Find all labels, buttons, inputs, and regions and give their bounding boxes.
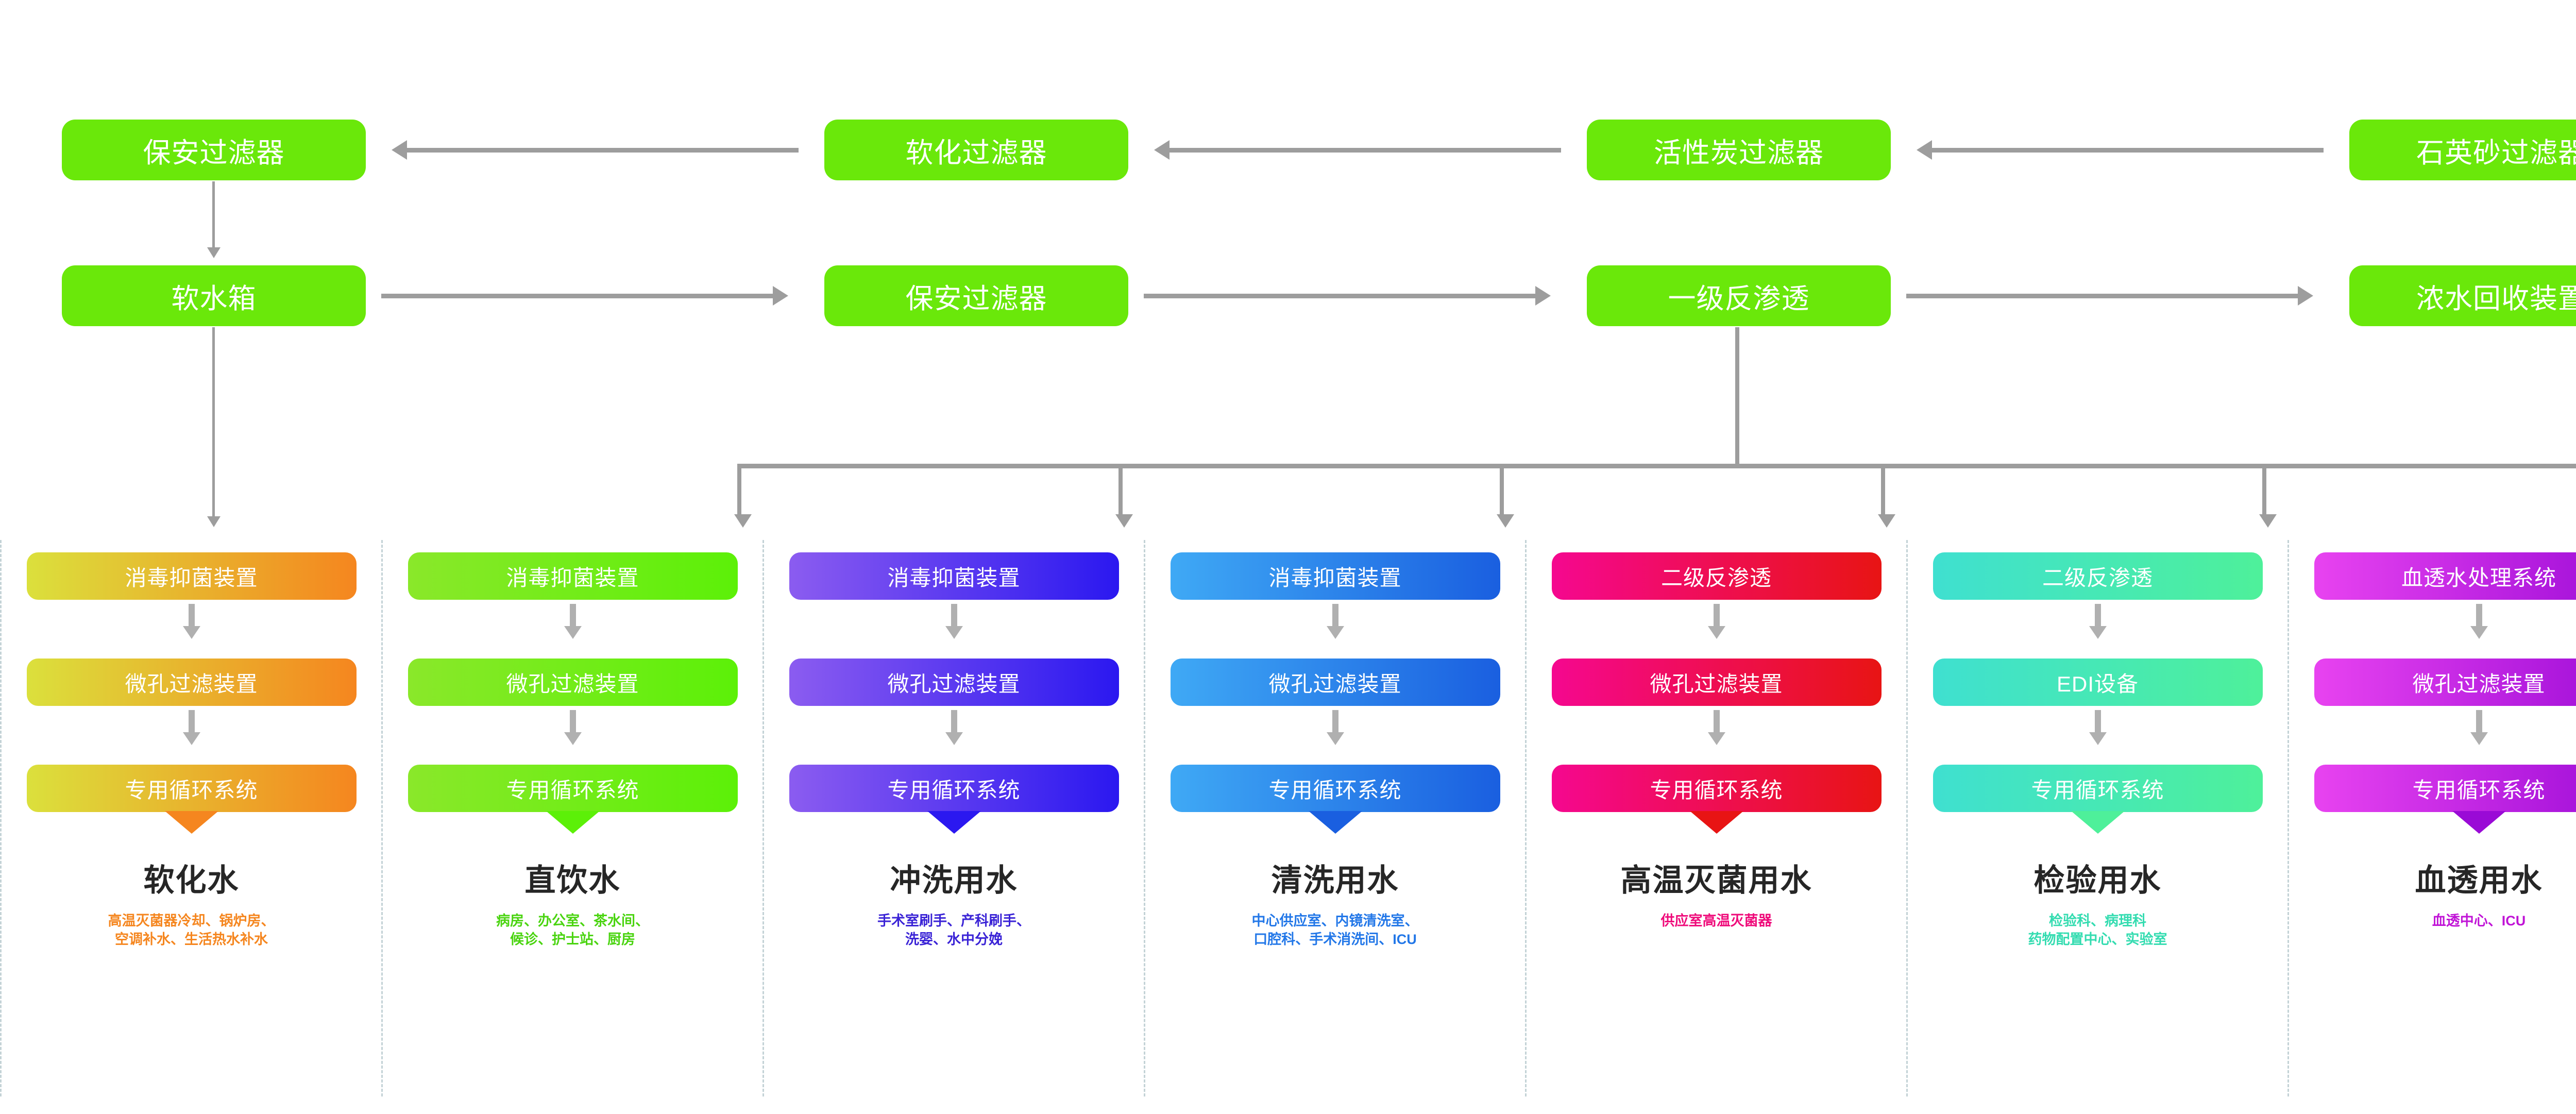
stage-1[interactable]: 消毒抑菌装置 xyxy=(789,552,1119,600)
column-flushing-water: 消毒抑菌装置 微孔过滤装置 专用循环系统 冲洗用水 手术室刷手、产科刷手、洗婴、… xyxy=(762,540,1144,1096)
drop-arrow-col2 xyxy=(734,514,752,528)
drop-arrow-col4 xyxy=(1497,514,1514,528)
column-cleaning-water: 消毒抑菌装置 微孔过滤装置 专用循环系统 清洗用水 中心供应室、内镜清洗室、口腔… xyxy=(1144,540,1525,1096)
stage-connector-2 xyxy=(1713,710,1720,733)
stage-1[interactable]: 消毒抑菌装置 xyxy=(408,552,738,600)
stage-connector-2 xyxy=(951,710,957,733)
output-title: 血透用水 xyxy=(2415,863,2543,898)
node-quartz-sand-filter[interactable]: 石英砂过滤器 xyxy=(2349,120,2576,180)
stage-2[interactable]: 微孔过滤装置 xyxy=(2314,659,2576,706)
stage-3[interactable]: 专用循环系统 xyxy=(408,765,738,812)
arrow-line-r2-b xyxy=(1144,294,1535,298)
stage-1[interactable]: 消毒抑菌装置 xyxy=(1170,552,1500,600)
usage-description: 血透中心、ICU xyxy=(2432,913,2526,929)
node-baoan-filter-row1[interactable]: 保安过滤器 xyxy=(62,120,366,180)
water-application-columns: 消毒抑菌装置 微孔过滤装置 专用循环系统 软化水 高温灭菌器冷却、锅炉房、空调补… xyxy=(0,540,2576,1096)
arrow-line-r1-a xyxy=(407,148,799,153)
stage-2[interactable]: 微孔过滤装置 xyxy=(789,659,1119,706)
usage-description: 供应室高温灭菌器 xyxy=(1660,913,1772,929)
line-softtank-to-col1 xyxy=(212,327,215,518)
stage-2[interactable]: EDI设备 xyxy=(1933,659,2263,706)
stage-connector-1 xyxy=(188,604,195,627)
arrow-softtank-to-col1 xyxy=(207,516,221,527)
stage-3[interactable]: 专用循环系统 xyxy=(1933,765,2263,812)
node-softening-filter[interactable]: 软化过滤器 xyxy=(824,120,1128,180)
stage-connector-1 xyxy=(2094,604,2101,627)
usage-description: 高温灭菌器冷却、锅炉房、空调补水、生活热水补水 xyxy=(108,913,275,948)
node-primary-ro[interactable]: 一级反渗透 xyxy=(1587,265,1891,326)
output-title: 高温灭菌用水 xyxy=(1620,863,1812,898)
stage-3[interactable]: 专用循环系统 xyxy=(2314,765,2576,812)
line-ro-down xyxy=(1735,327,1739,468)
arrow-head-r2-b xyxy=(1535,286,1551,306)
stage-3[interactable]: 专用循环系统 xyxy=(1170,765,1500,812)
drop-arrow-col5 xyxy=(1878,514,1895,528)
node-soft-water-tank[interactable]: 软水箱 xyxy=(62,265,366,326)
drop-col2 xyxy=(737,464,741,515)
drop-arrow-col3 xyxy=(1115,514,1133,528)
stage-connector-2 xyxy=(1332,710,1338,733)
arrow-head-r2-c xyxy=(2298,286,2313,306)
output-title: 冲洗用水 xyxy=(890,863,1018,898)
usage-description: 中心供应室、内镜清洗室、口腔科、手术消洗间、ICU xyxy=(1251,913,1419,948)
output-title: 软化水 xyxy=(143,863,240,898)
usage-description: 检验科、病理科药物配置中心、实验室 xyxy=(2028,913,2167,948)
arrow-head-r1-a xyxy=(392,140,407,160)
column-laboratory-water: 二级反渗透 EDI设备 专用循环系统 检验用水 检验科、病理科药物配置中心、实验… xyxy=(1906,540,2287,1096)
stage-connector-1 xyxy=(951,604,957,627)
stage-1[interactable]: 二级反渗透 xyxy=(1933,552,2263,600)
output-title: 直饮水 xyxy=(524,863,621,898)
distribution-bus xyxy=(739,464,2576,468)
stage-connector-1 xyxy=(569,604,576,627)
node-baoan-filter-row2[interactable]: 保安过滤器 xyxy=(824,265,1128,326)
stage-connector-1 xyxy=(1332,604,1338,627)
stage-1[interactable]: 消毒抑菌装置 xyxy=(26,552,357,600)
column-softened-water: 消毒抑菌装置 微孔过滤装置 专用循环系统 软化水 高温灭菌器冷却、锅炉房、空调补… xyxy=(0,540,381,1096)
node-concentrate-recovery[interactable]: 浓水回收装置 xyxy=(2349,265,2576,326)
arrow-head-r2-a xyxy=(773,286,788,306)
stage-1[interactable]: 二级反渗透 xyxy=(1551,552,1882,600)
stage-3[interactable]: 专用循环系统 xyxy=(26,765,357,812)
stage-connector-2 xyxy=(2476,710,2482,733)
stage-connector-2 xyxy=(569,710,576,733)
drop-col4 xyxy=(1500,464,1504,515)
column-hemodialysis-water: 血透水处理系统 微孔过滤装置 专用循环系统 血透用水 血透中心、ICU xyxy=(2287,540,2576,1096)
output-title: 清洗用水 xyxy=(1271,863,1399,898)
usage-description: 病房、办公室、茶水间、候诊、护士站、厨房 xyxy=(496,913,649,948)
stage-1[interactable]: 血透水处理系统 xyxy=(2314,552,2576,600)
stage-2[interactable]: 微孔过滤装置 xyxy=(408,659,738,706)
drop-arrow-col6 xyxy=(2259,514,2277,528)
arrow-line-r2-c xyxy=(1906,294,2298,298)
stage-connector-2 xyxy=(188,710,195,733)
arrow-baoan-to-softtank xyxy=(207,247,221,258)
drop-col3 xyxy=(1118,464,1123,515)
stage-connector-2 xyxy=(2094,710,2101,733)
usage-description: 手术室刷手、产科刷手、洗婴、水中分娩 xyxy=(877,913,1030,948)
stage-connector-1 xyxy=(2476,604,2482,627)
line-baoan-to-softtank xyxy=(212,181,215,248)
column-high-temp-sterilization-water: 二级反渗透 微孔过滤装置 专用循环系统 高温灭菌用水 供应室高温灭菌器 xyxy=(1525,540,1906,1096)
stage-2[interactable]: 微孔过滤装置 xyxy=(1551,659,1882,706)
arrow-head-r1-b xyxy=(1154,140,1170,160)
arrow-head-r1-c xyxy=(1917,140,1932,160)
drop-col5 xyxy=(1881,464,1885,515)
node-activated-carbon-filter[interactable]: 活性炭过滤器 xyxy=(1587,120,1891,180)
stage-connector-1 xyxy=(1713,604,1720,627)
water-pretreatment-pipeline: 保安过滤器 软化过滤器 活性炭过滤器 石英砂过滤器 市政自来水 软水箱 保安过滤… xyxy=(0,0,2576,536)
stage-3[interactable]: 专用循环系统 xyxy=(1551,765,1882,812)
output-title: 检验用水 xyxy=(2033,863,2162,898)
drop-col6 xyxy=(2262,464,2266,515)
column-direct-drinking-water: 消毒抑菌装置 微孔过滤装置 专用循环系统 直饮水 病房、办公室、茶水间、候诊、护… xyxy=(381,540,762,1096)
stage-3[interactable]: 专用循环系统 xyxy=(789,765,1119,812)
stage-2[interactable]: 微孔过滤装置 xyxy=(26,659,357,706)
stage-2[interactable]: 微孔过滤装置 xyxy=(1170,659,1500,706)
arrow-line-r1-b xyxy=(1170,148,1561,153)
arrow-line-r1-c xyxy=(1932,148,2324,153)
arrow-line-r2-a xyxy=(381,294,773,298)
